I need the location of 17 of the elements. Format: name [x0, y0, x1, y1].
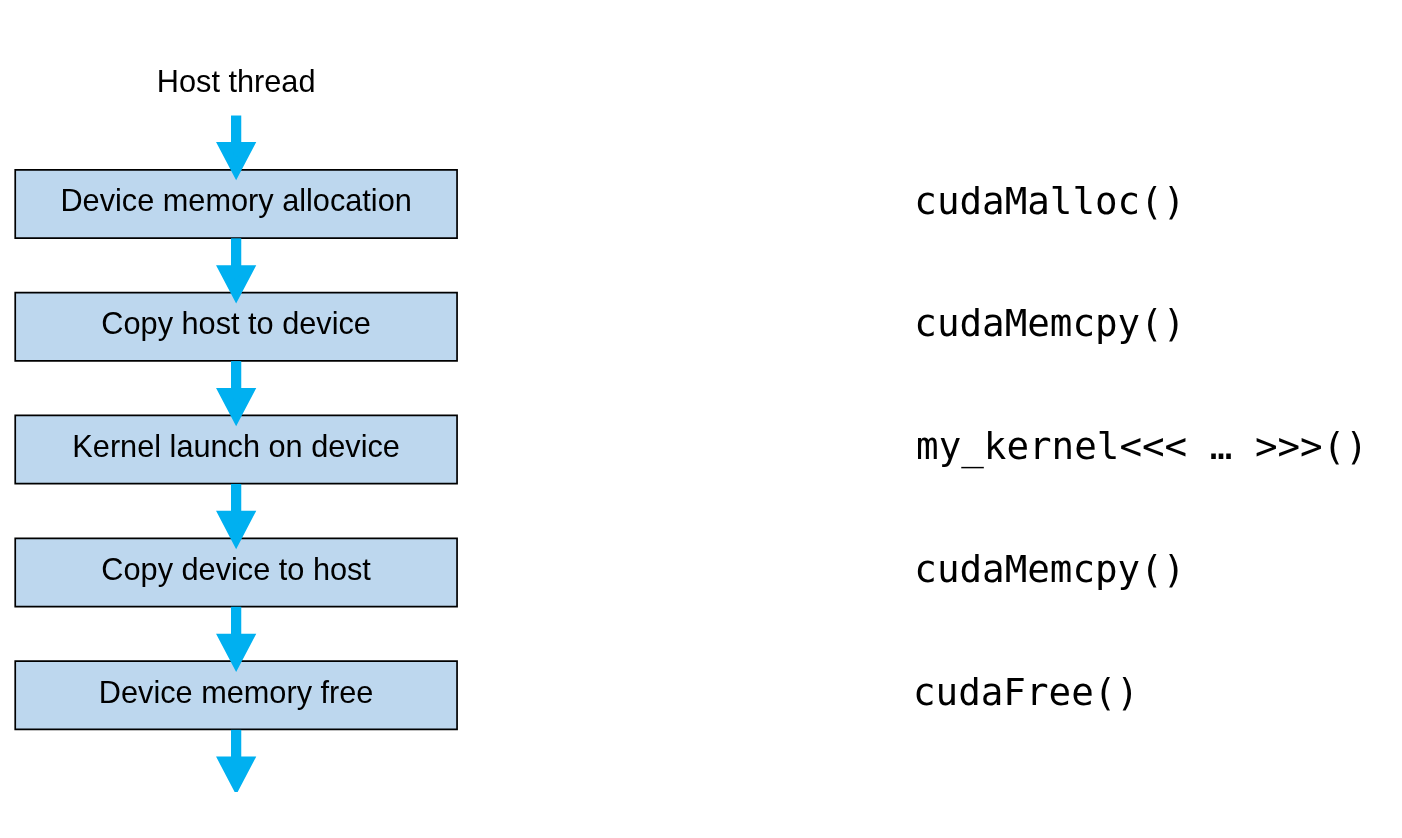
label: cudaMalloc()	[914, 178, 1186, 222]
label: cudaMemcpy()	[914, 546, 1186, 591]
arrow	[216, 115, 257, 180]
node-box: Copy device to host	[14, 536, 458, 607]
label: cudaMemcpy()	[914, 300, 1186, 345]
label: my_kernel<<< … >>>()	[916, 423, 1368, 468]
arrow	[216, 606, 257, 672]
arrow	[216, 483, 257, 549]
node-box: Kernel launch on device	[14, 414, 458, 485]
arrow	[216, 729, 257, 792]
arrow	[216, 237, 257, 303]
node-box: Copy host to device	[14, 291, 458, 362]
node-box: Device memory free	[14, 659, 458, 730]
node-box: Device memory allocation	[14, 168, 458, 239]
node-text: Host thread	[156, 63, 316, 99]
arrow	[216, 360, 257, 426]
label: cudaFree()	[913, 669, 1139, 714]
